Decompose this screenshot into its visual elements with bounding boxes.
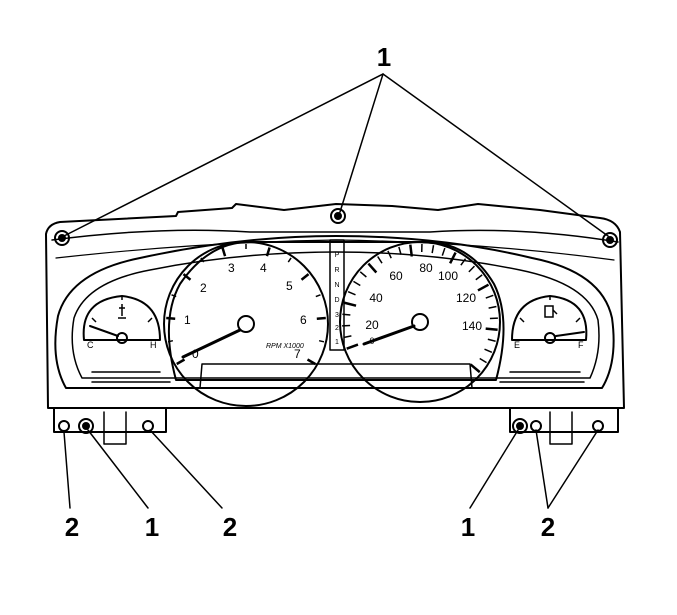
- tach-label-0: 0: [192, 347, 199, 361]
- callout-bottom-left-clip-outer: 2: [65, 512, 79, 542]
- tick-mark: [486, 295, 494, 298]
- prndl-labels: P R N D 3 2 1: [334, 252, 339, 346]
- tick-mark: [388, 251, 391, 258]
- speedo-label-20: 20: [365, 318, 379, 332]
- fuel-gauge-ticks: [520, 296, 580, 322]
- tick-mark: [489, 307, 497, 309]
- callout-bottom-left-screw: 1: [145, 512, 159, 542]
- tick-mark: [360, 272, 366, 277]
- prndl-r: R: [334, 267, 339, 274]
- tach-label-6: 6: [300, 313, 307, 327]
- screw-bottom-right: [513, 419, 527, 433]
- tach-label-3: 3: [228, 261, 235, 275]
- screw-top-center: [331, 209, 345, 223]
- tick-mark: [342, 314, 350, 315]
- prndl-p: P: [335, 252, 340, 259]
- tick-mark: [488, 339, 496, 341]
- tick-mark: [471, 364, 480, 372]
- tick-mark: [476, 275, 482, 280]
- fuel-pump-icon: [545, 306, 557, 317]
- tach-units-label: RPM X1000: [266, 343, 304, 350]
- speedo-label-120: 120: [456, 291, 476, 305]
- temp-gauge-needle: [90, 326, 118, 336]
- prndl-3: 3: [335, 312, 339, 319]
- tick-mark: [353, 281, 360, 285]
- speedo-label-60: 60: [389, 269, 403, 283]
- tick-mark: [348, 292, 355, 295]
- tick-mark: [177, 360, 185, 365]
- tick-mark: [442, 248, 445, 256]
- coolant-temp-icon: [118, 304, 126, 318]
- prndl-n: N: [334, 282, 339, 289]
- prndl-d: D: [334, 297, 339, 304]
- temp-gauge-hub: [117, 333, 127, 343]
- temp-low-label: C: [87, 340, 94, 350]
- left-connector: [104, 412, 126, 444]
- tach-label-1: 1: [184, 313, 191, 327]
- prndl-1: 1: [335, 339, 339, 346]
- callouts: 1 2 1 2 1 2: [65, 42, 555, 542]
- main-gauge-surround: [169, 242, 504, 380]
- tick-mark: [432, 245, 433, 253]
- tick-mark: [469, 266, 475, 272]
- prndl-2: 2: [335, 325, 339, 332]
- tick-mark: [317, 318, 326, 319]
- speedo-label-40: 40: [369, 291, 383, 305]
- tachometer-labels: 0 1 2 3 4 5 6 7 RPM X1000: [184, 261, 307, 361]
- tick-mark: [378, 256, 382, 263]
- speedometer-labels: 0 20 40 60 80 100 120 140: [365, 261, 482, 346]
- tach-label-4: 4: [260, 261, 267, 275]
- callout-top-screws: 1: [377, 42, 391, 72]
- speedo-label-100: 100: [438, 269, 458, 283]
- fuel-gauge-needle: [556, 332, 584, 336]
- screw-bottom-left: [79, 419, 93, 433]
- temp-high-label: H: [150, 340, 157, 350]
- fuel-high-label: F: [578, 340, 584, 350]
- speedometer-hub: [412, 314, 428, 330]
- tick-mark: [166, 318, 175, 319]
- callout-bottom-left-clip-inner: 2: [223, 512, 237, 542]
- tick-mark: [347, 345, 358, 349]
- tick-mark: [480, 359, 487, 363]
- tick-mark: [486, 329, 498, 330]
- clip-left-inner: [143, 421, 153, 431]
- speedo-label-140: 140: [462, 319, 482, 333]
- tick-mark: [478, 285, 489, 291]
- callout-bottom-right-screw: 1: [461, 512, 475, 542]
- callout-bottom-right-clips: 2: [541, 512, 555, 542]
- tick-mark: [222, 248, 225, 257]
- tach-label-5: 5: [286, 279, 293, 293]
- tick-mark: [316, 295, 321, 297]
- tick-mark: [450, 253, 455, 264]
- tick-mark: [319, 341, 324, 342]
- tick-mark: [302, 274, 309, 280]
- tick-mark: [288, 258, 291, 262]
- tick-mark: [485, 349, 492, 352]
- leader-lines: [64, 74, 608, 508]
- right-connector: [550, 412, 572, 444]
- left-mount-tab: [54, 408, 166, 432]
- tick-mark: [344, 303, 356, 306]
- fuel-gauge-hub: [545, 333, 555, 343]
- tick-mark: [410, 245, 411, 257]
- tick-mark: [368, 264, 376, 273]
- speedo-label-80: 80: [419, 261, 433, 275]
- fuel-low-label: E: [514, 340, 520, 350]
- speedo-label-0: 0: [369, 336, 374, 346]
- display-window: [200, 364, 472, 388]
- clip-left-outer: [59, 421, 69, 431]
- tach-label-2: 2: [200, 281, 207, 295]
